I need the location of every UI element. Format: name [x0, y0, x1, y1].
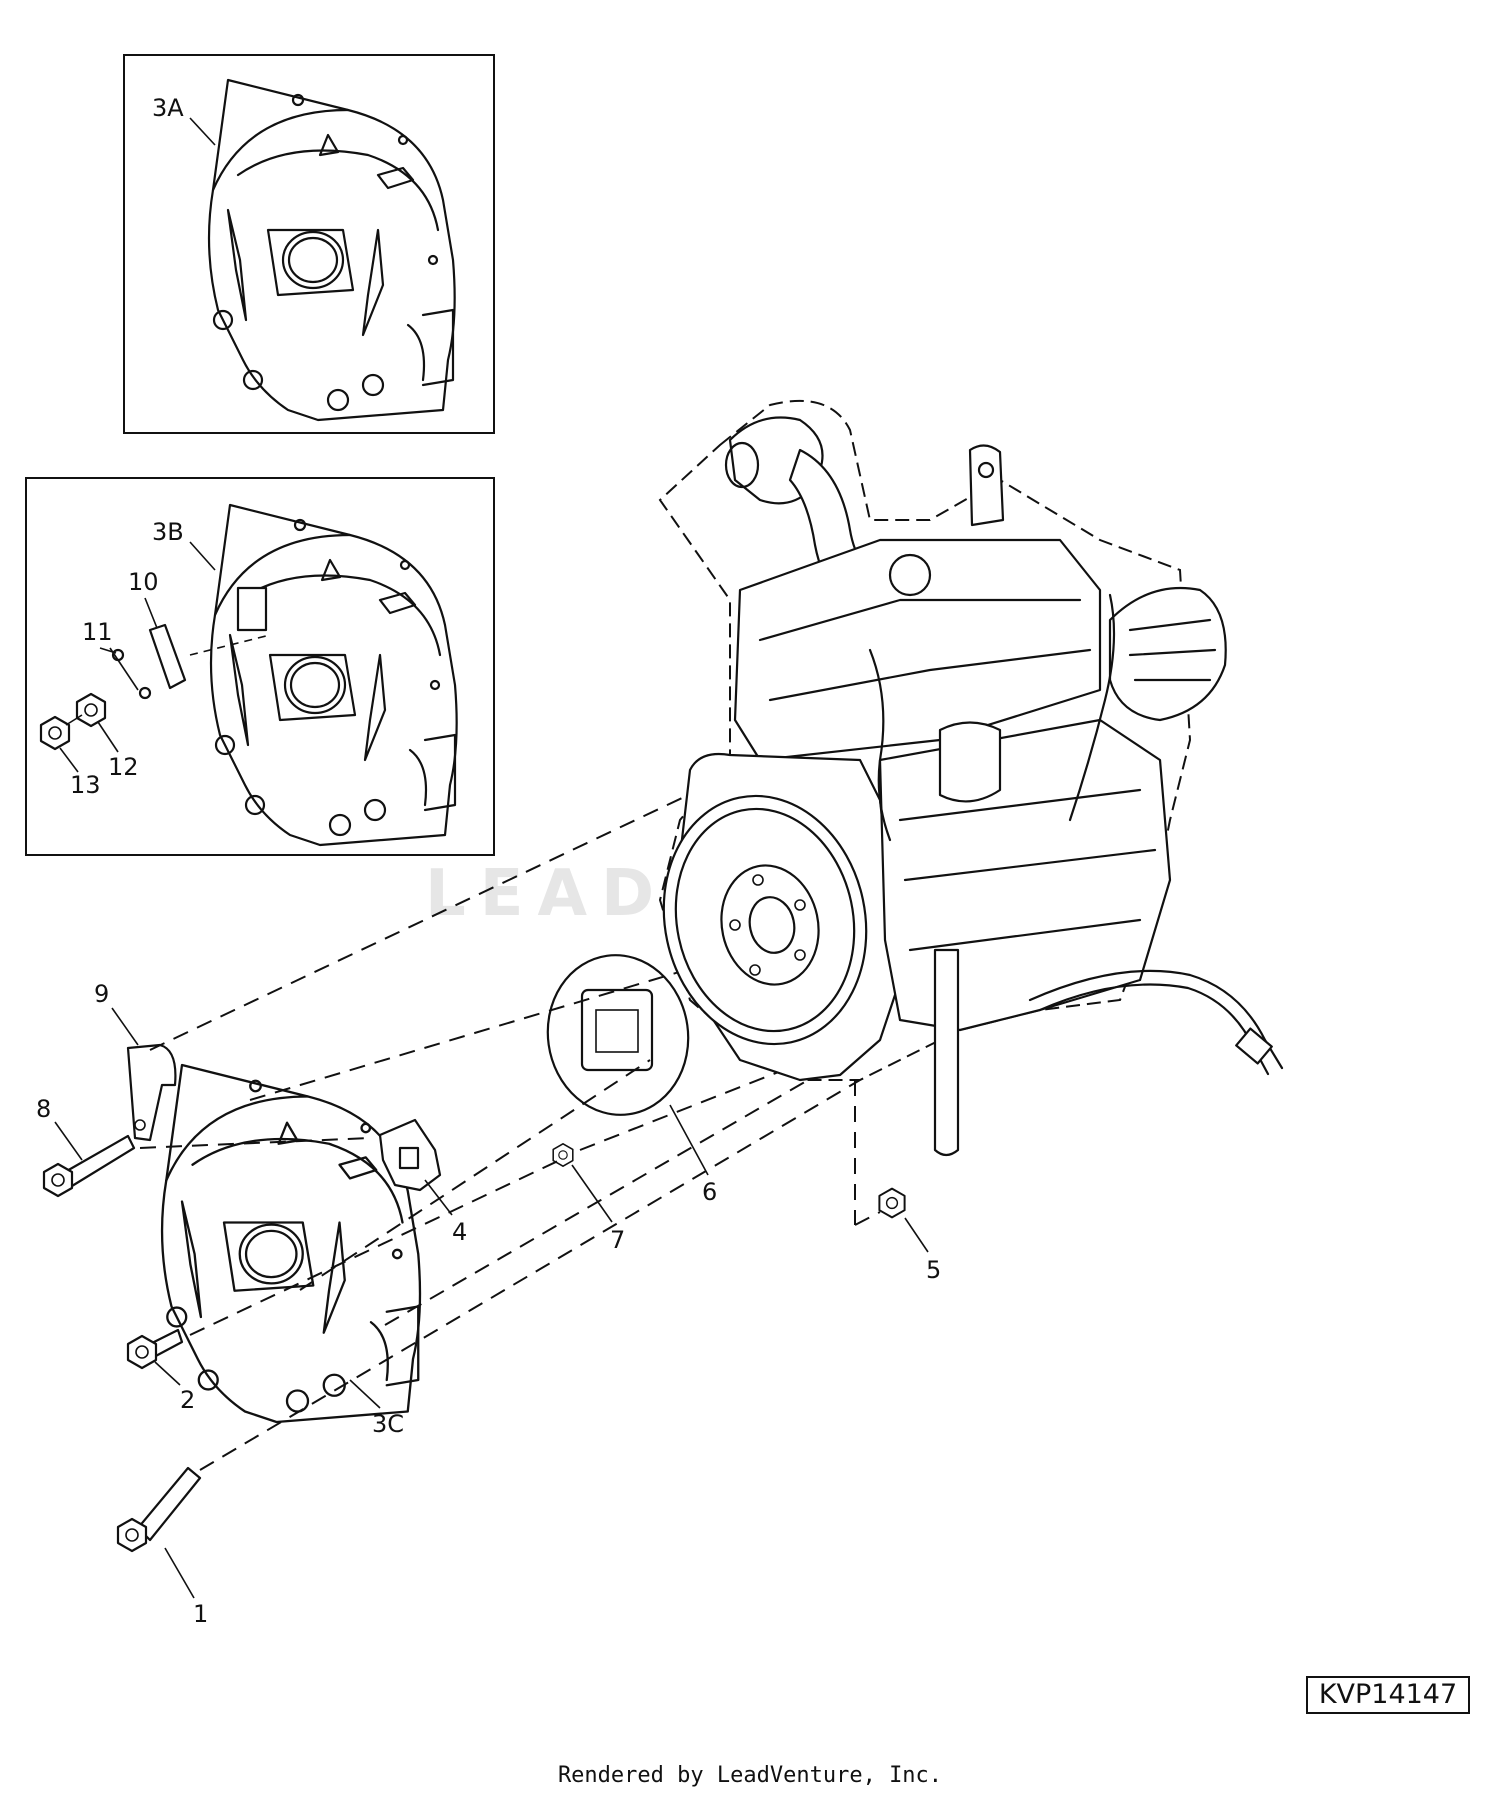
screw-11b [138, 686, 152, 700]
callout-6: 6 [702, 1178, 717, 1206]
engine-assembly [658, 399, 1284, 1157]
bolt-1 [116, 1466, 202, 1553]
callout-10: 10 [128, 568, 159, 596]
inset-3A: 3A [123, 54, 495, 434]
callout-1: 1 [193, 1600, 208, 1628]
callout-11: 11 [82, 618, 113, 646]
bracket-10 [148, 623, 187, 690]
footer-credit: Rendered by LeadVenture, Inc. [557, 1763, 943, 1788]
bolt-2 [126, 1328, 184, 1370]
bracket-9 [126, 1043, 177, 1142]
nut-12 [75, 692, 107, 728]
callout-8: 8 [36, 1095, 51, 1123]
callout-2: 2 [180, 1386, 195, 1414]
nut-5 [878, 1187, 906, 1219]
coupling-4 [378, 1118, 442, 1192]
callout-13: 13 [70, 771, 101, 799]
callout-3C: 3C [372, 1410, 404, 1438]
assembly-lines [139, 779, 881, 1471]
callout-3A: 3A [152, 94, 184, 122]
flex-plate-6 [546, 954, 690, 1116]
callout-4: 4 [452, 1218, 467, 1246]
callout-9: 9 [94, 980, 109, 1008]
bolt-8 [42, 1134, 136, 1198]
figure-id-label: KVP14147 [1306, 1676, 1470, 1714]
callout-12: 12 [108, 753, 139, 781]
flywheel-housing-3B [209, 503, 458, 847]
callout-5: 5 [926, 1256, 941, 1284]
bolt-13 [39, 715, 71, 751]
inset-3B: 3B 10 11 12 13 [25, 477, 495, 856]
callout-7: 7 [610, 1226, 625, 1254]
bracket-slot [236, 586, 268, 632]
flywheel-housing-3A [207, 78, 456, 422]
callout-3B: 3B [152, 518, 184, 546]
